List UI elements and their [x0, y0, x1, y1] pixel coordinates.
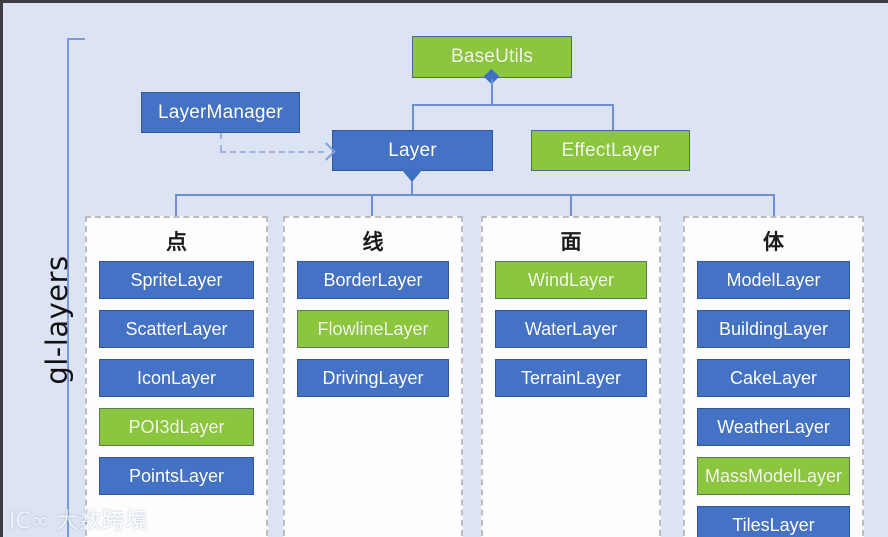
layer-box-buildinglayer[interactable]: BuildingLayer — [697, 310, 850, 348]
node-layer-manager[interactable]: LayerManager — [141, 92, 300, 133]
category-title-volume: 体 — [763, 230, 784, 254]
category-title-point: 点 — [166, 230, 187, 254]
layer-box-drivinglayer[interactable]: DrivingLayer — [297, 359, 449, 397]
layer-box-borderlayer[interactable]: BorderLayer — [297, 261, 449, 299]
layer-box-pointslayer[interactable]: PointsLayer — [99, 457, 254, 495]
connector-drop-surface — [570, 194, 572, 216]
layer-box-waterlayer[interactable]: WaterLayer — [495, 310, 647, 348]
connector-layer-stem — [411, 181, 413, 195]
side-label-gl-layers: gl-layers — [40, 255, 74, 385]
connector-drop-point — [175, 194, 177, 216]
dependency-line-vertical — [220, 133, 222, 151]
layer-box-poi3dlayer[interactable]: POI3dLayer — [99, 408, 254, 446]
node-layer[interactable]: Layer — [332, 130, 493, 171]
category-title-line: 线 — [362, 230, 384, 254]
category-title-surface: 面 — [560, 230, 582, 254]
connector-drop-volume — [773, 194, 775, 216]
gl-layers-bracket — [67, 38, 85, 537]
connector-category-bus — [175, 194, 774, 196]
connector-to-layer — [412, 104, 414, 131]
layer-box-massmodellayer[interactable]: MassModelLayer — [697, 457, 850, 495]
layer-box-windlayer[interactable]: WindLayer — [495, 261, 647, 299]
layer-box-terrainlayer[interactable]: TerrainLayer — [495, 359, 647, 397]
node-effect-layer[interactable]: EffectLayer — [531, 130, 690, 171]
layer-box-scatterlayer[interactable]: ScatterLayer — [99, 310, 254, 348]
dependency-line-horizontal — [220, 151, 324, 153]
connector-drop-line — [371, 194, 373, 216]
watermark-logo-icon: IC∞ — [9, 509, 50, 534]
generalization-arrow-icon — [401, 169, 423, 182]
connector-baseutils-bus — [412, 104, 614, 106]
layer-box-tileslayer[interactable]: TilesLayer — [697, 506, 850, 537]
layer-box-spritelayer[interactable]: SpriteLayer — [99, 261, 254, 299]
connector-baseutils-stem — [491, 79, 493, 105]
connector-to-effect-layer — [612, 104, 614, 131]
layer-box-weatherlayer[interactable]: WeatherLayer — [697, 408, 850, 446]
layer-box-iconlayer[interactable]: IconLayer — [99, 359, 254, 397]
layer-box-cakelayer[interactable]: CakeLayer — [697, 359, 850, 397]
layer-box-modellayer[interactable]: ModelLayer — [697, 261, 850, 299]
layer-box-flowlinelayer[interactable]: FlowlineLayer — [297, 310, 449, 348]
